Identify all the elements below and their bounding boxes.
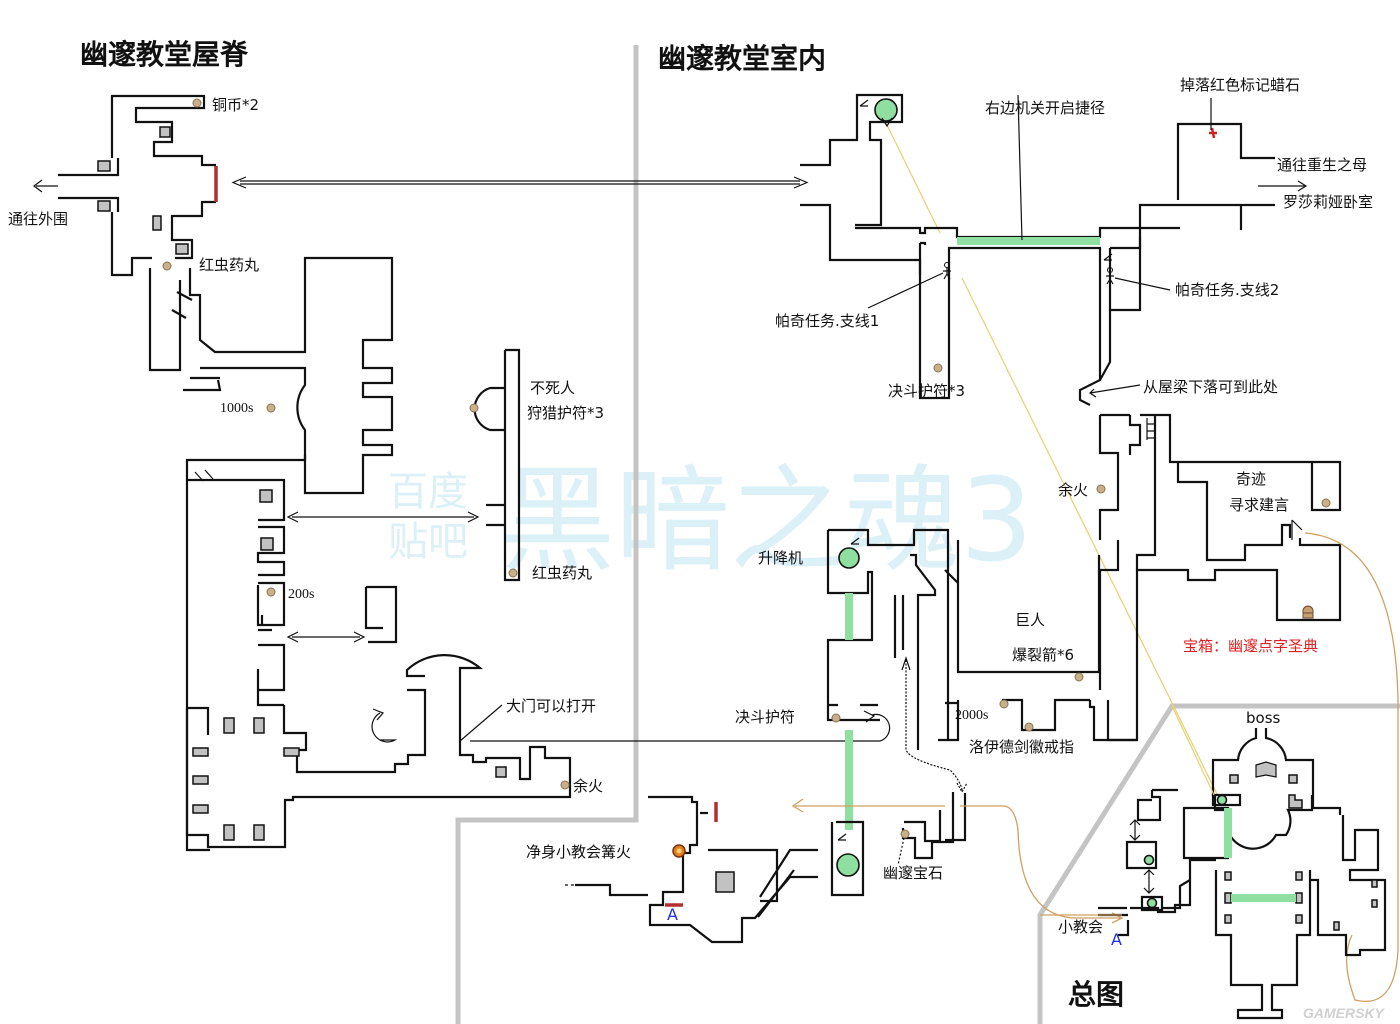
label-red-bug-pellet-1: 红虫药丸: [199, 256, 259, 274]
item-copper-coin: [192, 98, 202, 108]
yellow-path-1: [885, 122, 941, 234]
item-undead-hunter-charm: [469, 403, 479, 413]
patches-figure-1: [943, 262, 951, 280]
interior-map: [565, 93, 1399, 1002]
label-to-rebirth-mother: 通往重生之母: [1277, 156, 1367, 174]
watermark-sub-1: 百度: [388, 469, 468, 515]
item-200s: [266, 587, 276, 597]
loop-arrow: [371, 708, 398, 743]
item-red-bug-pellet-1: [162, 261, 172, 271]
watermark-sub-2: 贴吧: [388, 519, 468, 565]
item-1000s: [266, 403, 276, 413]
red-soapstone-marker: [1209, 127, 1217, 139]
label-boss: boss: [1246, 709, 1281, 727]
item-ember-roof: [560, 780, 570, 790]
label-fall-from-beam: 从屋梁下落可到此处: [1143, 378, 1278, 396]
marker-a-overview: A: [1111, 930, 1122, 949]
arrow-to-rebirth: [1258, 180, 1308, 192]
orange-arrow-left: [791, 798, 945, 813]
label-ember-interior: 余火: [1058, 481, 1088, 499]
elevator-top: [874, 98, 898, 122]
credit-gamersky: GAMERSKY: [1303, 1005, 1386, 1021]
overview-map: A: [1040, 705, 1387, 1020]
item-duel-charm-3: [933, 363, 943, 373]
item-2000s: [999, 699, 1009, 709]
treasure-chest-icon: [1302, 605, 1314, 619]
item-lloyds-ring: [1024, 722, 1034, 732]
overview-elevator-top: [1216, 794, 1228, 806]
label-red-bug-pellet-2: 红虫药丸: [532, 564, 592, 582]
marker-a-interior: A: [667, 905, 678, 924]
double-arrow-upper: [286, 511, 480, 523]
overview-elevator-mid: [1143, 854, 1155, 866]
label-2000s: 2000s: [955, 708, 988, 723]
label-duel-charm-3: 决斗护符*3: [888, 382, 965, 400]
item-miracle: [1321, 498, 1331, 508]
item-deep-gem: [900, 829, 910, 839]
arrow-to-outskirts: [33, 179, 58, 193]
patches-figure-2: [1103, 253, 1114, 285]
label-duel-charm: 决斗护符: [735, 708, 795, 726]
label-200s: 200s: [288, 587, 314, 602]
watermark-main: 黑暗之魂3: [500, 454, 1033, 588]
double-arrow-200s: [286, 631, 366, 643]
long-arrow-to-duel-charm: [470, 710, 891, 742]
item-duel-charm: [831, 713, 841, 723]
label-lloyds-sword-ring: 洛伊德剑徽戒指: [969, 738, 1074, 756]
label-right-lever-shortcut: 右边机关开启捷径: [985, 99, 1105, 117]
roof-map: [33, 94, 891, 852]
label-deep-gem: 幽邃宝石: [883, 864, 943, 882]
label-1000s: 1000s: [220, 401, 253, 416]
label-patches-quest-1: 帕奇任务.支线1: [775, 312, 879, 330]
title-overview: 总图: [1068, 978, 1124, 1011]
divider-roof-interior: [455, 45, 639, 1024]
label-elevator: 升降机: [758, 549, 803, 567]
elevator-middle: [838, 547, 860, 569]
label-undead-hunter-2: 狩猎护符*3: [527, 404, 604, 422]
label-copper-coin: 铜币*2: [212, 96, 259, 114]
label-exploding-arrow: 爆裂箭*6: [1012, 646, 1074, 664]
label-to-outskirts: 通往外围: [8, 210, 68, 228]
label-cleansing-chapel-bonfire: 净身小教会篝火: [526, 843, 631, 861]
dashed-arrow-to-gem: [905, 660, 968, 794]
item-ember-interior: [1096, 484, 1106, 494]
section-dividers: [455, 45, 1400, 1024]
label-small-chapel: 小教会: [1058, 918, 1103, 936]
label-miracle-1: 奇迹: [1236, 470, 1266, 488]
divider-overview: [1037, 703, 1400, 1024]
label-red-soapstone: 掉落红色标记蜡石: [1180, 76, 1300, 94]
elevator-bottom: [836, 853, 860, 877]
bonfire-icon: [672, 844, 686, 858]
item-red-bug-pellet-2: [508, 568, 518, 578]
overview-elevator-bottom: [1146, 897, 1158, 909]
label-undead-hunter-1: 不死人: [530, 379, 575, 397]
label-rosaria-bedchamber: 罗莎莉娅卧室: [1283, 193, 1373, 211]
double-arrow-roof-interior: [231, 176, 809, 189]
label-ember-roof: 余火: [573, 777, 603, 795]
label-giant: 巨人: [1015, 611, 1045, 629]
label-treasure-chest: 宝箱：幽邃点字圣典: [1183, 637, 1318, 655]
label-patches-quest-2: 帕奇任务.支线2: [1175, 281, 1279, 299]
title-interior: 幽邃教堂室内: [658, 42, 826, 75]
yellow-path-2: [961, 277, 1221, 801]
label-gate-can-open: 大门可以打开: [506, 697, 596, 715]
watermark: 百度 贴吧 黑暗之魂3: [388, 454, 1033, 588]
title-roof: 幽邃教堂屋脊: [80, 38, 249, 71]
orange-path-right: [1304, 532, 1399, 1002]
item-exploding-arrow: [1074, 672, 1084, 682]
label-miracle-2: 寻求建言: [1229, 496, 1289, 514]
